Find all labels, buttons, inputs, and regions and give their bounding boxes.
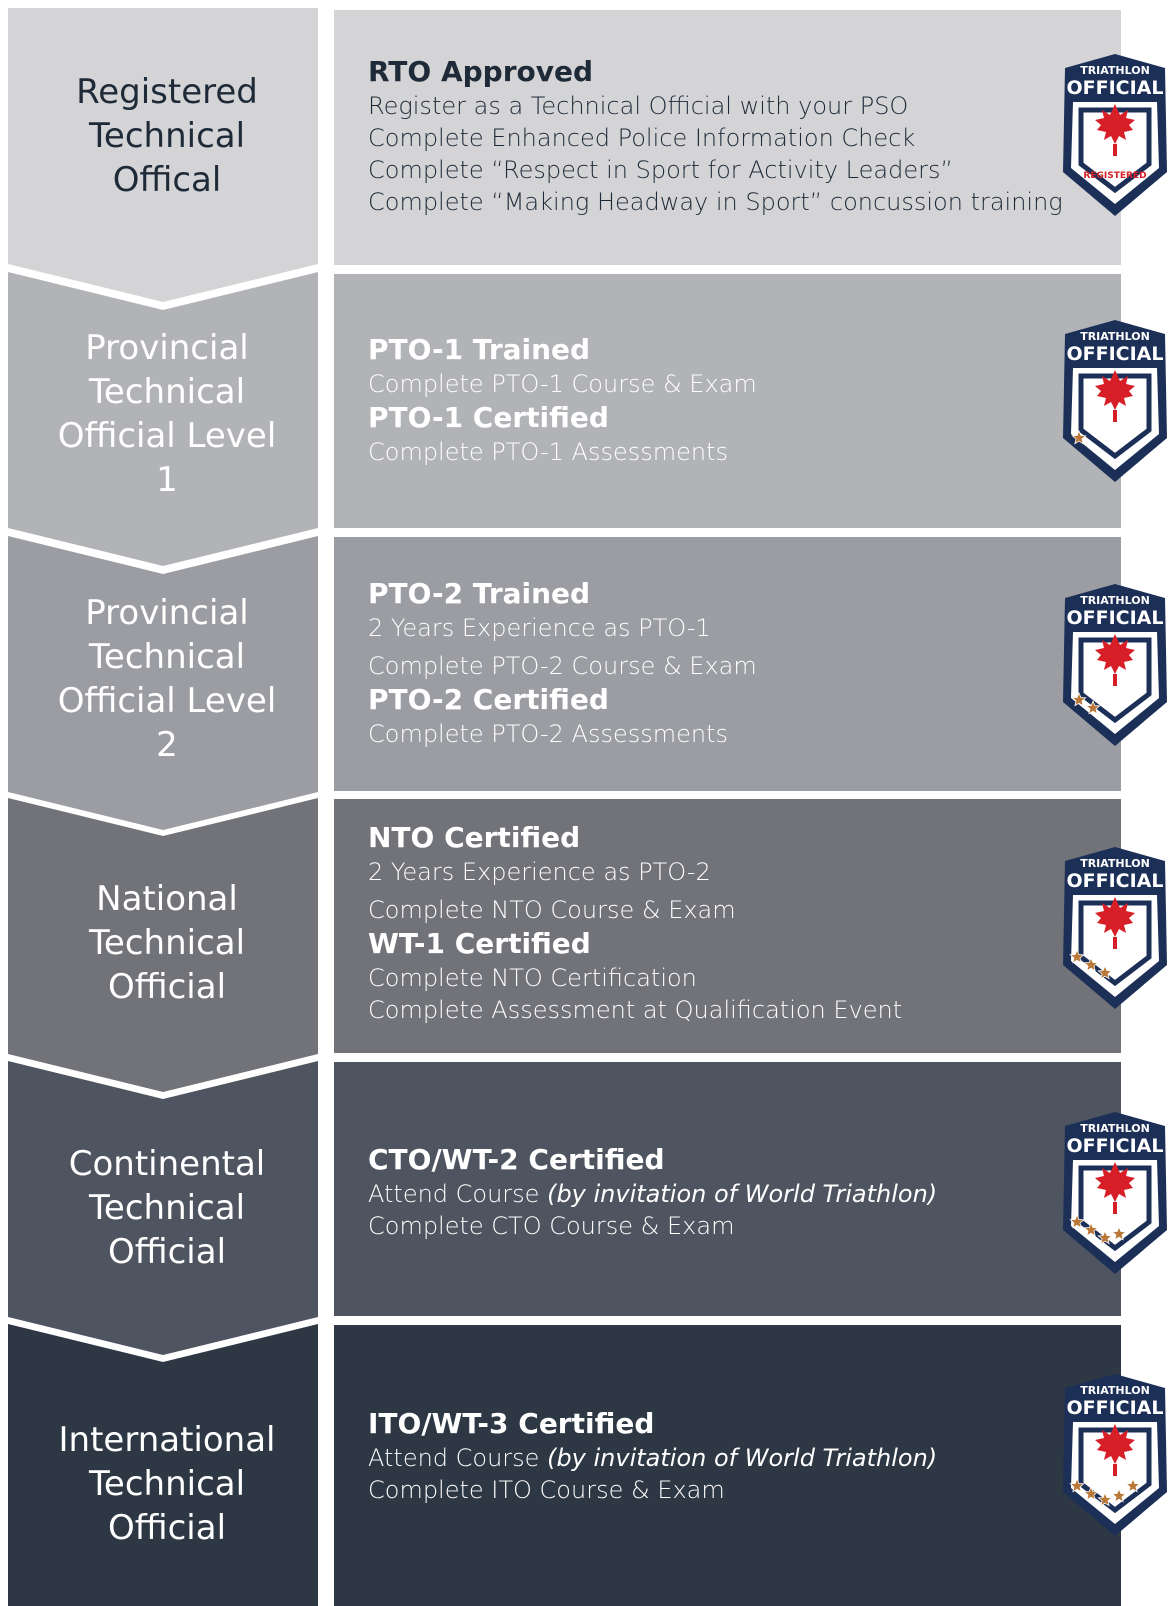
badge-main-text: OFFICIAL xyxy=(1066,1135,1163,1157)
star-icon xyxy=(1097,1491,1113,1507)
badge-top-text: TRIATHLON xyxy=(1080,857,1150,870)
requirement-heading: PTO-2 Certified xyxy=(368,683,609,716)
requirement-line: Complete Enhanced Police Information Che… xyxy=(368,124,916,152)
panel-tier-3 xyxy=(334,537,1121,791)
requirement-heading: PTO-1 Trained xyxy=(368,333,591,366)
requirements-tier-3: PTO-2 Trained 2 Years Experience as PTO-… xyxy=(368,576,757,750)
requirement-line: Complete NTO Certification xyxy=(368,964,697,992)
badge-top-text: TRIATHLON xyxy=(1080,1384,1150,1397)
panel-tier-5 xyxy=(334,1062,1121,1316)
badge-main-text: OFFICIAL xyxy=(1066,1397,1163,1419)
star-icon xyxy=(1083,956,1099,972)
star-icon xyxy=(1085,699,1101,715)
maple-leaf-icon xyxy=(1095,370,1135,422)
requirement-heading: WT-1 Certified xyxy=(368,927,591,960)
badge-ribbon-text: REGISTERED xyxy=(1083,171,1146,181)
badge-top-text: TRIATHLON xyxy=(1080,1122,1150,1135)
requirement-line: Complete PTO-2 Course & Exam xyxy=(368,652,757,680)
badge-top-text: TRIATHLON xyxy=(1080,64,1150,77)
level-title-cto: Continental Technical Official xyxy=(68,1144,266,1272)
requirement-line: Complete NTO Course & Exam xyxy=(368,896,736,924)
badge-top-text: TRIATHLON xyxy=(1080,594,1150,607)
level-title-ito: International Technical Official xyxy=(58,1420,276,1548)
requirement-line: Register as a Technical Official with yo… xyxy=(368,92,909,120)
requirements-tier-1: RTO Approved Register as a Technical Off… xyxy=(368,54,1063,218)
star-icon xyxy=(1069,1213,1085,1229)
star-icon xyxy=(1069,948,1085,964)
star-icon xyxy=(1111,1487,1127,1503)
requirements-tier-5: CTO/WT-2 Certified Attend Course (by inv… xyxy=(368,1142,937,1242)
badge-top-text: TRIATHLON xyxy=(1080,330,1150,343)
star-icon xyxy=(1125,1477,1141,1493)
requirement-heading: NTO Certified xyxy=(368,821,581,854)
maple-leaf-icon xyxy=(1095,897,1135,949)
star-icon xyxy=(1069,1477,1085,1493)
star-icon xyxy=(1097,964,1113,980)
maple-leaf-icon xyxy=(1095,634,1135,686)
star-icon xyxy=(1111,1225,1127,1241)
requirement-heading: ITO/WT-3 Certified xyxy=(368,1407,655,1440)
requirement-line: Complete “Making Headway in Sport” concu… xyxy=(368,188,1063,216)
level-title-registered: Registered Technical Offical xyxy=(76,72,258,200)
maple-leaf-icon xyxy=(1095,1162,1135,1214)
requirement-heading: CTO/WT-2 Certified xyxy=(368,1143,665,1176)
panel-tier-6 xyxy=(334,1325,1121,1606)
requirement-heading: PTO-1 Certified xyxy=(368,401,609,434)
chevron-tier-5 xyxy=(8,1061,318,1355)
panel-tier-1 xyxy=(334,10,1121,265)
chevron-tier-1 xyxy=(8,8,318,302)
badge-main-text: OFFICIAL xyxy=(1066,870,1163,892)
chevron-tier-4 xyxy=(8,798,318,1092)
requirement-line: Complete ITO Course & Exam xyxy=(368,1476,725,1504)
star-icon xyxy=(1083,1485,1099,1501)
star-icon xyxy=(1071,691,1087,707)
requirement-line: Complete CTO Course & Exam xyxy=(368,1212,735,1240)
star-icon xyxy=(1071,429,1087,445)
requirement-line: 2 Years Experience as PTO-1 xyxy=(368,614,711,642)
panel-tier-2 xyxy=(334,274,1121,528)
badge-main-text: OFFICIAL xyxy=(1066,77,1163,99)
requirement-line: Attend Course (by invitation of World Tr… xyxy=(368,1444,938,1472)
requirement-line: Attend Course (by invitation of World Tr… xyxy=(368,1180,938,1208)
requirement-heading: PTO-2 Trained xyxy=(368,577,591,610)
requirements-tier-4: NTO Certified 2 Years Experience as PTO-… xyxy=(368,820,902,1026)
requirement-line: Complete PTO-2 Assessments xyxy=(368,720,729,748)
chevron-tier-3 xyxy=(8,536,318,830)
requirement-line: Complete “Respect in Sport for Activity … xyxy=(368,156,953,184)
badge-main-text: OFFICIAL xyxy=(1066,343,1163,365)
requirement-heading: RTO Approved xyxy=(368,55,594,88)
maple-leaf-icon xyxy=(1095,1424,1135,1476)
level-title-pto-1: Provincial Technical Official Level 1 xyxy=(57,328,277,500)
requirement-line: Complete PTO-1 Course & Exam xyxy=(368,370,757,398)
maple-leaf-icon xyxy=(1095,104,1135,156)
badge-main-text: OFFICIAL xyxy=(1066,607,1163,629)
star-icon xyxy=(1083,1221,1099,1237)
requirements-tier-2: PTO-1 Trained Complete PTO-1 Course & Ex… xyxy=(368,332,757,468)
requirement-line: Complete Assessment at Qualification Eve… xyxy=(368,996,903,1024)
requirement-line: 2 Years Experience as PTO-2 xyxy=(368,858,711,886)
requirements-tier-6: ITO/WT-3 Certified Attend Course (by inv… xyxy=(368,1406,937,1506)
requirement-line: Complete PTO-1 Assessments xyxy=(368,438,729,466)
chevron-tier-6 xyxy=(8,1324,318,1606)
level-title-pto-2: Provincial Technical Official Level 2 xyxy=(57,593,277,765)
chevron-tier-2 xyxy=(8,272,318,566)
level-title-nto: National Technical Official xyxy=(88,879,246,1007)
panel-tier-4 xyxy=(334,799,1121,1053)
star-icon xyxy=(1097,1229,1113,1245)
